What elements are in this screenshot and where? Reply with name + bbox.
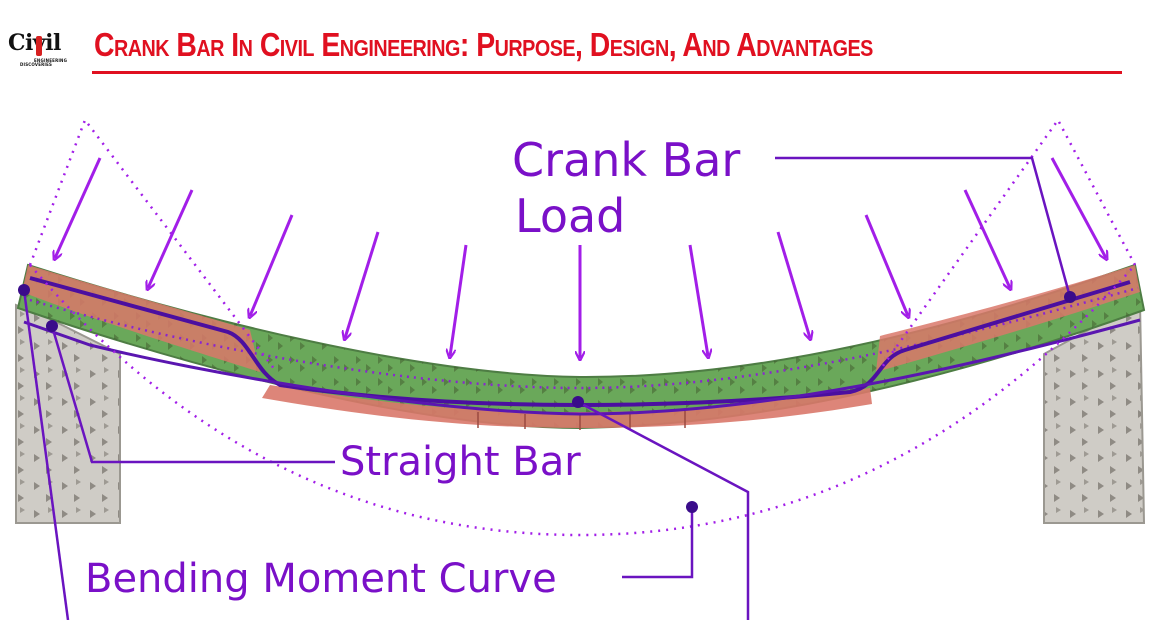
bending-moment-curve — [29, 264, 1136, 537]
arrow-down-icon — [963, 189, 1010, 288]
dot-marker-icon — [686, 501, 698, 513]
arrow-down-icon — [55, 157, 102, 258]
load-arrows — [55, 157, 1106, 358]
civil-engineering-logo-icon: Civil ENGINEERING DISCOVERIES — [8, 30, 78, 67]
arrow-down-icon — [450, 244, 468, 356]
crank-bar-label: Crank Bar — [512, 133, 740, 187]
arrow-down-icon — [864, 214, 908, 316]
bottom-tension — [262, 385, 872, 428]
arrow-down-icon — [776, 231, 810, 338]
crank-bar-leader — [775, 156, 1072, 298]
logo-subtext-2: DISCOVERIES — [20, 62, 53, 67]
dot-marker-icon — [18, 284, 30, 296]
arrow-down-icon — [688, 244, 708, 356]
logo-text: Civil — [8, 30, 61, 56]
arrow-down-icon — [148, 189, 194, 288]
straight-bar-line — [23, 318, 1141, 416]
crank-bar-diagram: Crank Bar Load Straight Bar Bending Mome… — [15, 117, 1146, 620]
dot-marker-icon — [1064, 291, 1076, 303]
arrow-down-icon — [250, 214, 294, 316]
wrench-icon — [36, 36, 42, 56]
logo-subtext-1: ENGINEERING — [34, 58, 68, 63]
straight-bar-label: Straight Bar — [340, 439, 581, 485]
center-leader — [577, 400, 750, 620]
page-title: Crank Bar In Civil Engineering: Purpose,… — [94, 26, 873, 63]
dot-marker-icon — [572, 396, 584, 408]
left-support-leader — [22, 289, 70, 620]
bending-curve-leader — [622, 507, 694, 579]
arrow-down-icon — [1050, 157, 1106, 258]
title-underline — [92, 71, 1122, 74]
straight-bar-leader — [50, 325, 335, 464]
bending-moment-curve-label: Bending Moment Curve — [85, 556, 557, 602]
dot-marker-icon — [46, 320, 58, 332]
arrow-down-icon — [345, 231, 380, 338]
header: Civil ENGINEERING DISCOVERIES Crank Bar … — [0, 0, 1160, 90]
load-label: Load — [515, 189, 625, 243]
moment-envelope-right — [878, 117, 1137, 371]
